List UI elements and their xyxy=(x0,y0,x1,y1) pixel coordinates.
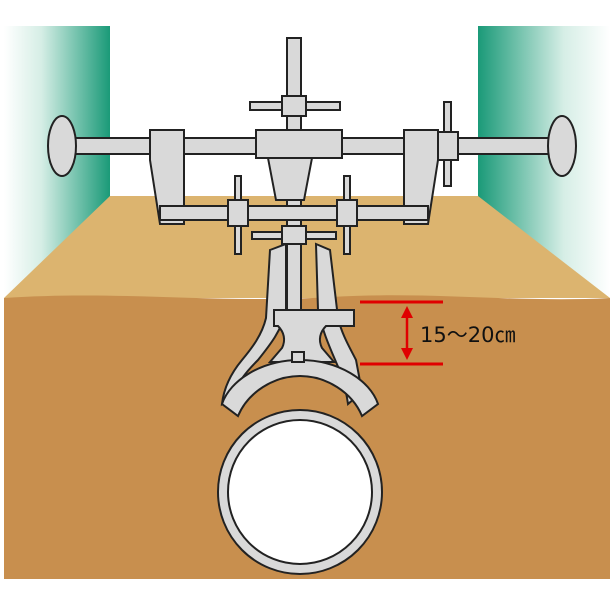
saddle-nub xyxy=(291,351,305,363)
right-rod-screw xyxy=(437,101,459,187)
top-handle-nut xyxy=(281,95,307,117)
double-headed-arrow-icon xyxy=(401,306,413,318)
spindle-collar xyxy=(251,225,337,245)
double-headed-arrow-icon-bottom xyxy=(401,348,413,360)
clamp-saddle xyxy=(220,358,380,418)
depth-dimension-label: 15～20㎝ xyxy=(420,323,515,347)
upper-soil-layer xyxy=(4,196,610,298)
crossbar-adjust-screws xyxy=(227,175,358,255)
depth-dimension-marker: 15～20㎝ xyxy=(360,300,515,366)
clamp-shoe xyxy=(267,309,355,363)
pipe-bore xyxy=(227,419,373,565)
